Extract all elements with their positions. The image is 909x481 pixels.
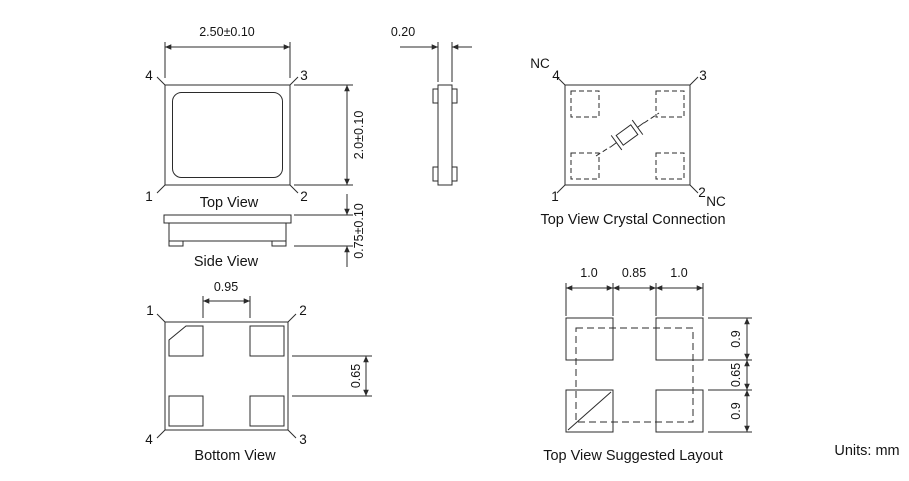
bottom-view-pad-2 (249, 325, 285, 357)
layout-dim-pad-width-left-label: 1.0 (580, 266, 597, 280)
side-view (163, 194, 353, 267)
bottom-view-pin4-label: 4 (145, 432, 153, 447)
bottom-view-pad-gap-x-label: 0.95 (214, 280, 238, 294)
bottom-view-pad-gap-y-dimension (292, 355, 372, 397)
crystal-symbol (609, 119, 645, 151)
bottom-view-pin2-label: 2 (299, 303, 307, 318)
crystal-connection-pad-1 (570, 152, 600, 180)
bottom-view-pad-1-chamfered (168, 325, 204, 357)
suggested-layout-view (565, 283, 752, 433)
end-view-tab-top-right (451, 88, 458, 104)
crystal-connection-pad-3 (655, 90, 685, 118)
end-view-tab-top-left (432, 88, 439, 104)
layout-dim-pad-width-right-label: 1.0 (670, 266, 687, 280)
bottom-view-pin3-label: 3 (299, 432, 307, 447)
side-view-body (168, 222, 287, 242)
bottom-view-pad-gap-y-label: 0.65 (349, 364, 363, 388)
units-label: Units: mm (834, 443, 899, 459)
crystal-connection-pin1-label: 1 (551, 189, 559, 204)
top-view-title: Top View (200, 195, 259, 211)
crystal-connection-view (556, 76, 699, 194)
layout-dim-pad-height-bottom-label: 0.9 (729, 402, 743, 419)
top-view-pin1-label: 1 (145, 189, 153, 204)
crystal-lead-trace-2 (643, 112, 660, 124)
top-view-pin4-label: 4 (145, 68, 153, 83)
side-view-thickness-dimension (294, 194, 353, 267)
top-view-pin2-label: 2 (300, 189, 308, 204)
side-view-right-pad (271, 240, 287, 247)
layout-dim-gap-vertical-label: 0.65 (729, 363, 743, 387)
top-view-width-dimension (164, 42, 291, 78)
bottom-view-pad-3 (249, 395, 285, 427)
crystal-connection-pad-4 (570, 90, 600, 118)
end-view-tab-bottom-right (451, 166, 458, 182)
layout-dim-pad-height-top-label: 0.9 (729, 330, 743, 347)
side-view-thickness-dim-label: 0.75±0.10 (352, 203, 366, 259)
crystal-connection-title: Top View Crystal Connection (540, 212, 725, 228)
drawing-text-labels: 2.50±0.10 2.0±0.10 4 3 1 2 Top View 0.75… (145, 25, 899, 464)
crystal-connection-pin2-label: 2 (698, 185, 706, 200)
bottom-view-outline (164, 321, 289, 431)
layout-dim-pad-gap-label: 0.85 (622, 266, 646, 280)
side-view-title: Side View (194, 254, 259, 270)
top-view-lid-outline (172, 92, 283, 178)
crystal-connection-pad-2 (655, 152, 685, 180)
bottom-view-pin1-label: 1 (146, 303, 154, 318)
end-view-tab-bottom-left (432, 166, 439, 182)
top-view-height-dim-label: 2.0±0.10 (352, 111, 366, 160)
end-view-lid-width-dim-label: 0.20 (391, 25, 415, 39)
end-view-lid-width-dimension (400, 42, 472, 82)
bottom-view-title: Bottom View (194, 448, 276, 464)
layout-pad-top-left (565, 317, 614, 361)
top-view-width-dim-label: 2.50±0.10 (199, 25, 255, 39)
crystal-connection-pin-leader-lines (556, 76, 699, 194)
suggested-layout-title: Top View Suggested Layout (543, 448, 723, 464)
suggested-layout-package-outline (575, 327, 694, 423)
crystal-connection-pin4-label: 4 (552, 68, 560, 83)
layout-pad-bottom-left (565, 389, 614, 433)
bottom-view (156, 296, 372, 439)
layout-pin1-marker-diagonal (567, 391, 612, 431)
end-view-body (437, 84, 453, 186)
suggested-layout-right-dimensions (708, 317, 752, 433)
bottom-view-pin-leader-lines (156, 313, 297, 439)
crystal-connection-nc-bottom-label: NC (706, 194, 726, 209)
top-view-height-dimension (294, 84, 353, 186)
crystal-connection-pin3-label: 3 (699, 68, 707, 83)
side-view-lid (163, 214, 292, 224)
bottom-view-pad-gap-x-dimension (202, 296, 251, 318)
top-view (156, 42, 353, 194)
crystal-connection-nc-top-label: NC (530, 56, 550, 71)
top-view-body-outline (164, 84, 291, 186)
layout-pad-top-right (655, 317, 704, 361)
crystal-lead-trace-1 (595, 146, 611, 157)
crystal-connection-outline (564, 84, 691, 186)
drawing-linework (156, 42, 752, 439)
suggested-layout-top-dimensions (565, 283, 704, 316)
top-view-pin3-label: 3 (300, 68, 308, 83)
side-view-left-pad (168, 240, 184, 247)
top-view-pin-leader-lines (156, 76, 299, 194)
bottom-view-pad-4 (168, 395, 204, 427)
end-view (400, 42, 472, 186)
layout-pad-bottom-right (655, 389, 704, 433)
